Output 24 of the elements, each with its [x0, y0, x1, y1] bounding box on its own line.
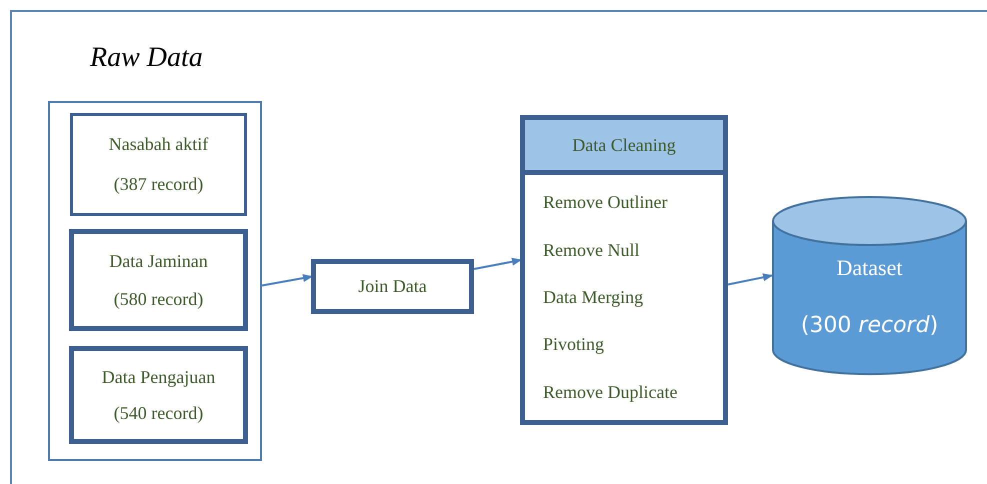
- box-text: (387 record): [114, 174, 204, 196]
- arrow: [728, 273, 773, 286]
- arrow: [262, 274, 313, 286]
- list-item: Remove Outliner: [543, 192, 668, 214]
- process-box: [311, 259, 474, 314]
- list-item: Remove Duplicate: [543, 382, 678, 403]
- box-text: (580 record): [114, 288, 204, 310]
- box-text: Data Pengajuan: [102, 366, 216, 388]
- box-text: Nasabah aktif: [108, 134, 208, 155]
- list-item: Data Merging: [543, 286, 644, 308]
- process-box: [69, 229, 248, 331]
- list-header: Data Cleaning: [525, 120, 723, 175]
- box-text: Join Data: [358, 276, 427, 297]
- cylinder-text: (300 record): [800, 313, 940, 338]
- box-text: (540 record): [114, 402, 204, 424]
- list-item: Pivoting: [543, 334, 606, 356]
- group-heading: Raw Data: [90, 42, 203, 74]
- box-text: Data Jaminan: [109, 250, 208, 272]
- list-item: Remove Null: [543, 240, 640, 261]
- list-box: [520, 115, 728, 425]
- process-box: [69, 346, 248, 444]
- process-box: [70, 113, 247, 216]
- cylinder-text: Dataset: [836, 255, 904, 281]
- arrow: [474, 258, 522, 270]
